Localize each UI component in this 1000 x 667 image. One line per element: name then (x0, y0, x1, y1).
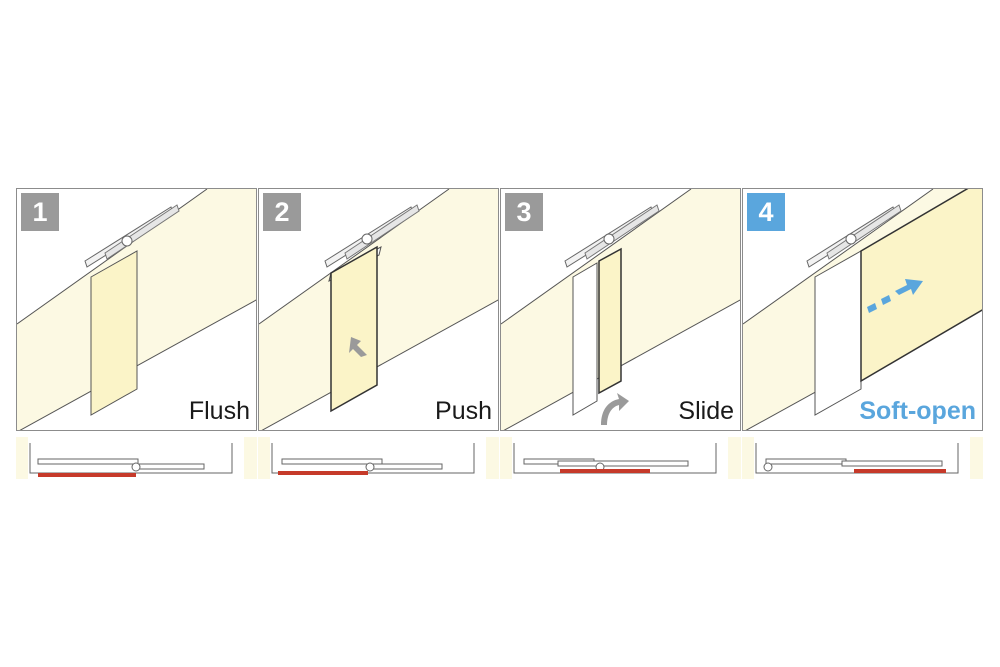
step-number-badge: 3 (505, 193, 543, 231)
step-label: Soft-open (859, 397, 976, 425)
scene-flush (17, 189, 256, 430)
step-label: Slide (678, 397, 734, 425)
step-label: Flush (188, 397, 250, 425)
plan-view-2 (258, 437, 499, 479)
soft-open-arrow-icon (867, 279, 923, 313)
step-panel-4: 4 Soft-open (742, 188, 983, 431)
step-number-badge: 4 (747, 193, 785, 231)
push-arrow-icon (349, 337, 367, 357)
scene-push (259, 189, 498, 430)
plan-view-1 (16, 437, 257, 479)
scene-slide (501, 189, 740, 430)
scene-soft-open (743, 189, 982, 430)
slide-arrow-icon (601, 393, 629, 425)
step-panel-2: 2 Push (258, 188, 499, 431)
plan-view-4 (742, 437, 983, 479)
step-label: Push (435, 397, 492, 425)
steps-strip: 1 Flush 2 Push (16, 188, 984, 433)
plan-view-3 (500, 437, 741, 479)
step-panel-1: 1 Flush (16, 188, 257, 431)
step-panel-3: 3 Slide (500, 188, 741, 431)
step-number-badge: 1 (21, 193, 59, 231)
step-number-badge: 2 (263, 193, 301, 231)
